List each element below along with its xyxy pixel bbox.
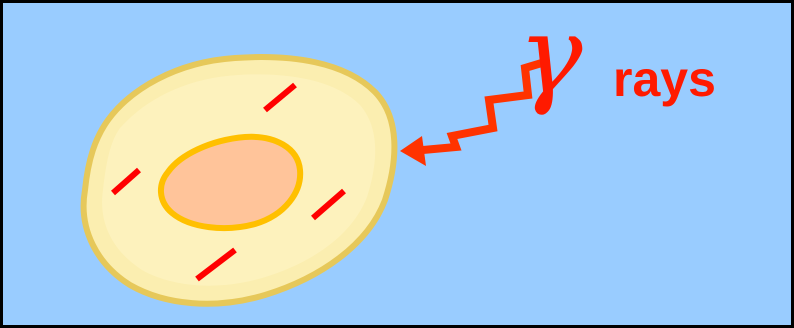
gamma-symbol: γ	[518, 0, 583, 118]
rays-label: rays	[613, 51, 716, 107]
